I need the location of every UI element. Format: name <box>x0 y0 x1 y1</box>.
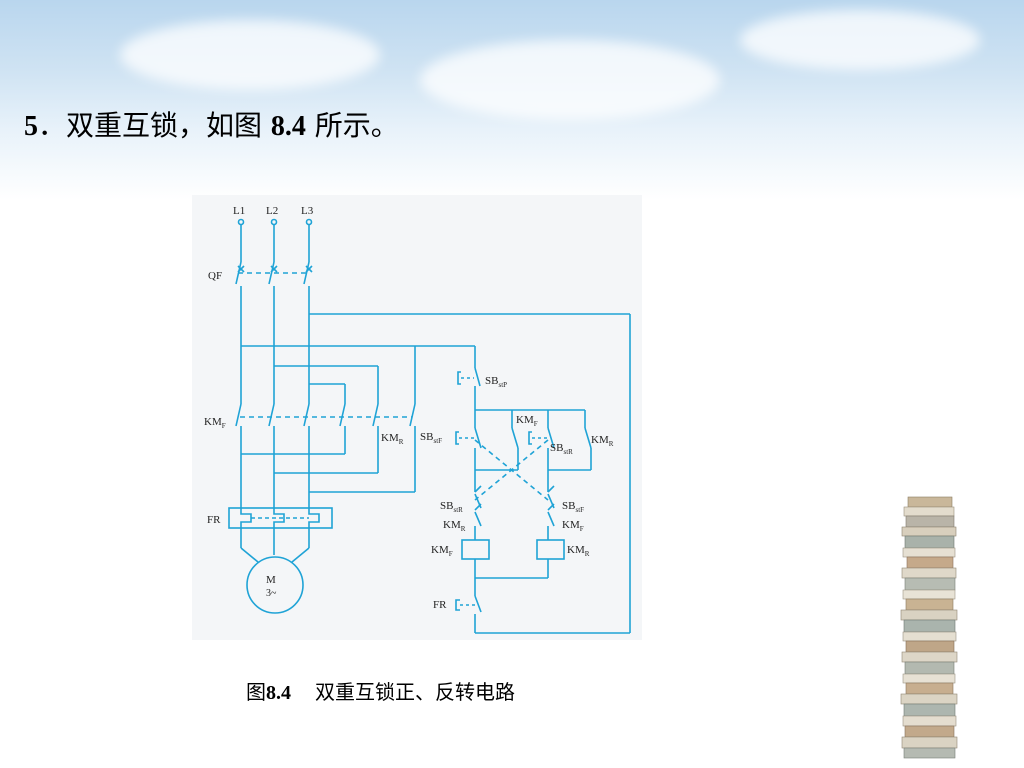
contactor-km-main <box>235 403 416 427</box>
label-sbstf-interlock: SBstF <box>562 500 584 514</box>
heading-figure-ref: 8.4 <box>270 111 306 142</box>
interlock-contacts-right <box>547 485 555 527</box>
label-l2: L2 <box>266 205 278 217</box>
label-fr-main: FR <box>207 514 221 526</box>
coil-kmf <box>461 539 490 560</box>
label-l1: L1 <box>233 205 245 217</box>
label-qf: QF <box>208 270 222 282</box>
start-button-sbstr <box>528 427 555 449</box>
thermal-contact-fr <box>455 595 482 613</box>
figure-caption: 图8.4 双重互锁正、反转电路 <box>246 676 515 705</box>
book-stack <box>900 496 958 759</box>
book-stack-illustration <box>900 496 958 759</box>
cloud <box>120 20 380 90</box>
label-sbstr-start: SBstR <box>550 442 573 456</box>
motor-label: M <box>266 574 276 586</box>
cloud <box>740 10 980 70</box>
label-fr-control: FR <box>433 599 447 611</box>
caption-text: 双重互锁正、反转电路 <box>315 680 515 704</box>
sky-background <box>0 0 1024 200</box>
breaker-qf <box>235 261 313 285</box>
label-km-main: KMF <box>204 416 226 430</box>
motor <box>246 556 304 614</box>
stop-button-sbstp <box>457 367 481 387</box>
label-sbstr-interlock: SBstR <box>440 500 463 514</box>
heading-number: 5 <box>24 111 38 142</box>
heading-tail: 所示。 <box>305 109 399 142</box>
caption-prefix: 图 <box>246 680 266 704</box>
heading-text: ．双重互锁，如图 <box>38 109 271 142</box>
wires <box>228 218 631 634</box>
coil-kmr <box>536 539 565 560</box>
slide-heading: 5．双重互锁，如图 8.4 所示。 <box>24 104 399 144</box>
motor-phase-label: 3~ <box>266 588 277 599</box>
terminal-l1 <box>237 218 245 226</box>
label-l3: L3 <box>301 205 314 217</box>
label-sbstp: SBstP <box>485 375 507 389</box>
label-km-reverse: KMR <box>381 432 404 446</box>
cloud <box>420 40 720 120</box>
holding-contact-kmr <box>584 427 592 449</box>
label-kmf-coil: KMF <box>431 544 453 558</box>
thermal-relay-fr <box>228 507 333 529</box>
label-sbstf-start: SBstF <box>420 431 442 445</box>
circuit-diagram: L1 L2 L3 QF KMF KMR FR M 3~ SBstP SBstF … <box>204 205 631 634</box>
terminal-l3 <box>305 218 313 226</box>
circuit-diagram-panel: L1 L2 L3 QF KMF KMR FR M 3~ SBstP SBstF … <box>192 195 642 640</box>
label-kmr-coil: KMR <box>567 544 590 558</box>
label-kmr-interlock: KMR <box>443 519 466 533</box>
terminal-l2 <box>270 218 278 226</box>
label-kmf-interlock: KMF <box>562 519 584 533</box>
start-button-sbstf <box>455 427 482 449</box>
label-kmr-holding: KMR <box>591 434 614 448</box>
label-kmf-holding: KMF <box>516 414 538 428</box>
interlock-contacts-left <box>474 485 482 527</box>
caption-number: 8.4 <box>266 682 291 704</box>
holding-contact-kmf <box>511 427 519 449</box>
